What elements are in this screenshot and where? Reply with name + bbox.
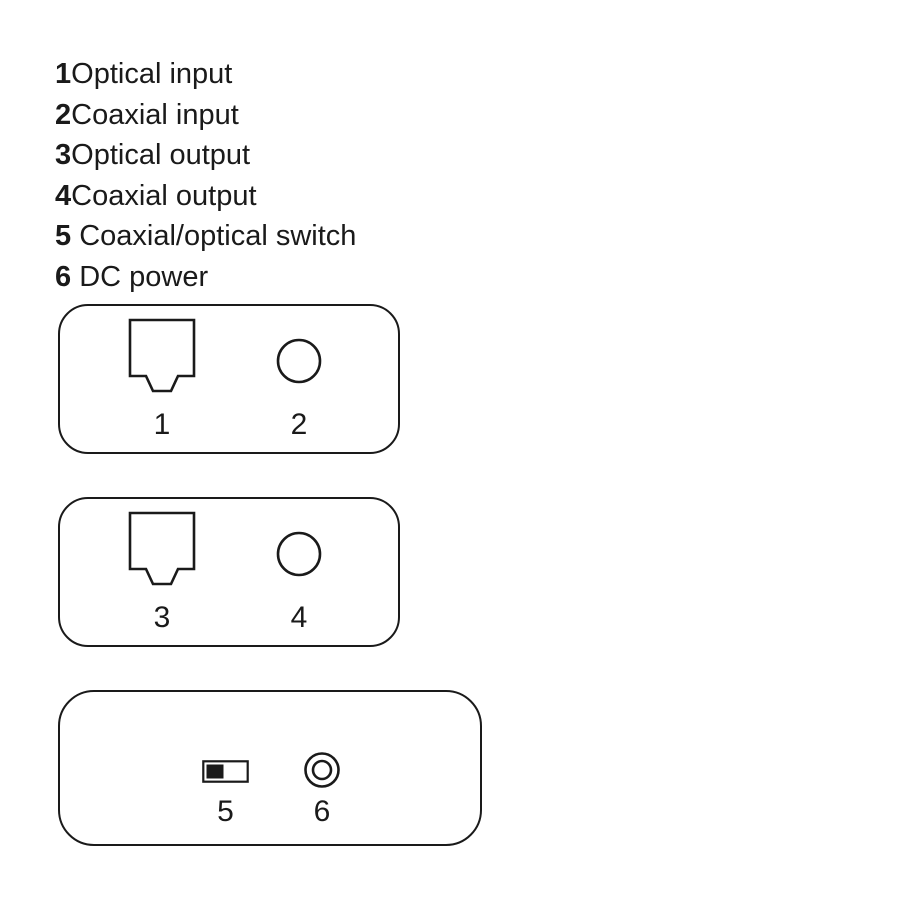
panel-input: 1 2 xyxy=(58,304,400,454)
legend-label: Optical output xyxy=(71,139,251,171)
legend-label: Coaxial/optical switch xyxy=(71,220,357,252)
panel-output: 3 4 xyxy=(58,497,400,647)
legend-item: 1Optical input xyxy=(55,54,356,95)
legend-label: Coaxial input xyxy=(71,98,239,131)
legend: 1Optical input 2Coaxial input 3Optical o… xyxy=(55,54,356,297)
port-number: 1 xyxy=(153,408,171,441)
legend-number: 6 xyxy=(55,260,72,293)
port-number: 3 xyxy=(153,601,171,634)
legend-number: 2 xyxy=(55,98,72,131)
legend-item: 6 DC power xyxy=(55,257,356,298)
legend-number: 3 xyxy=(55,139,72,171)
legend-item: 4Coaxial output xyxy=(55,176,356,217)
legend-label: Optical input xyxy=(71,58,233,90)
legend-number: 5 xyxy=(55,220,72,252)
coaxial-optical-switch-icon xyxy=(202,760,249,783)
legend-number: 1 xyxy=(55,58,72,90)
legend-item: 5 Coaxial/optical switch xyxy=(55,216,356,257)
legend-label: DC power xyxy=(71,260,209,293)
dc-power-jack-icon xyxy=(302,750,342,790)
port-number: 6 xyxy=(313,795,331,828)
legend-item: 2Coaxial input xyxy=(55,95,356,136)
panel-control: 5 6 xyxy=(58,690,482,846)
coaxial-port-icon xyxy=(275,530,323,578)
optical-port-icon xyxy=(128,511,196,595)
optical-port-icon xyxy=(128,318,196,402)
port-number: 2 xyxy=(290,408,308,441)
legend-number: 4 xyxy=(55,179,72,212)
port-number: 4 xyxy=(290,601,308,634)
legend-label: Coaxial output xyxy=(71,179,257,212)
coaxial-port-icon xyxy=(275,337,323,385)
port-number: 5 xyxy=(217,795,234,828)
legend-item: 3Optical output xyxy=(55,135,356,176)
